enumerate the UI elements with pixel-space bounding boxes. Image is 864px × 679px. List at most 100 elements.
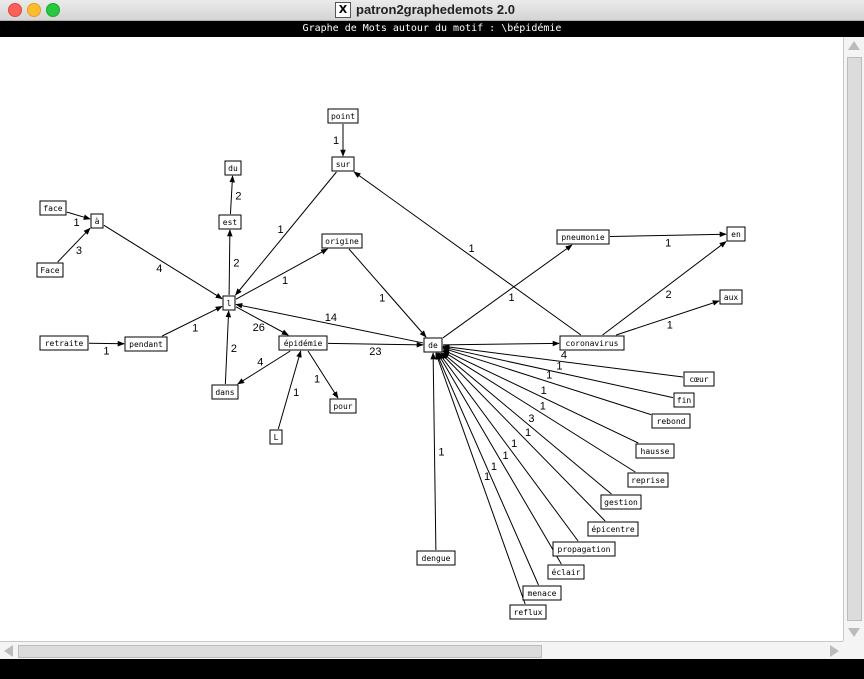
edge-weight-label: 1 (333, 135, 339, 147)
node-reprise[interactable]: reprise (627, 472, 669, 488)
node-box[interactable] (719, 289, 743, 305)
scroll-left-arrow-icon[interactable] (4, 645, 13, 657)
node-du[interactable]: du (224, 160, 242, 176)
node-box[interactable] (726, 226, 746, 242)
close-window-button[interactable] (8, 3, 22, 17)
node-box[interactable] (635, 443, 675, 459)
window-title: patron2graphedemots 2.0 (356, 2, 515, 17)
node-L[interactable]: L (269, 429, 283, 445)
node-box[interactable] (683, 371, 715, 387)
node-label: reflux (514, 608, 543, 617)
node-box[interactable] (222, 295, 236, 311)
edge-face1-a (66, 211, 91, 220)
edge-weight-label: 1 (469, 243, 475, 255)
node-box[interactable] (124, 336, 168, 352)
node-box[interactable] (331, 156, 355, 172)
edge-l-origine (235, 248, 329, 300)
node-epidemie[interactable]: épidémie (278, 335, 328, 351)
scroll-up-arrow-icon[interactable] (848, 41, 860, 50)
node-box[interactable] (600, 494, 642, 510)
node-pendant[interactable]: pendant (124, 336, 168, 352)
minimize-window-button[interactable] (27, 3, 41, 17)
edge-de-l (235, 302, 424, 344)
node-coeur[interactable]: cœur (683, 371, 715, 387)
edge-weight-label: 1 (556, 361, 562, 373)
node-box[interactable] (416, 550, 456, 566)
node-label: dengue (422, 554, 451, 563)
vertical-scrollbar[interactable] (843, 37, 864, 641)
edge-weight-label: 1 (484, 471, 490, 483)
edge-reprise-de (442, 350, 636, 473)
node-label: pneumonie (561, 233, 605, 242)
node-Face[interactable]: Face (36, 262, 64, 278)
node-rebond[interactable]: rebond (651, 413, 691, 429)
node-l[interactable]: l (222, 295, 236, 311)
edge-eclair-de (437, 352, 562, 565)
node-aux[interactable]: aux (719, 289, 743, 305)
node-hausse[interactable]: hausse (635, 443, 675, 459)
node-box[interactable] (587, 521, 639, 537)
node-box[interactable] (39, 200, 67, 216)
horizontal-scrollbar[interactable] (0, 641, 843, 660)
node-box[interactable] (327, 108, 359, 124)
node-coronavirus[interactable]: coronavirus (559, 335, 625, 351)
node-box[interactable] (39, 335, 89, 351)
edge-coronavirus-sur (353, 171, 582, 336)
node-box[interactable] (90, 213, 104, 229)
node-box[interactable] (224, 160, 242, 176)
node-propagation[interactable]: propagation (552, 541, 616, 557)
node-box[interactable] (509, 604, 547, 620)
node-box[interactable] (651, 413, 691, 429)
node-box[interactable] (269, 429, 283, 445)
node-box[interactable] (522, 585, 562, 601)
edge-coeur-de (442, 344, 684, 378)
node-gestion[interactable]: gestion (600, 494, 642, 510)
edge-hausse-de (442, 349, 639, 444)
node-box[interactable] (559, 335, 625, 351)
node-box[interactable] (36, 262, 64, 278)
node-de[interactable]: de (423, 337, 443, 353)
node-origine[interactable]: origine (321, 233, 363, 249)
node-label: du (228, 164, 238, 173)
node-a[interactable]: à (90, 213, 104, 229)
node-box[interactable] (278, 335, 328, 351)
node-menace[interactable]: menace (522, 585, 562, 601)
node-dengue[interactable]: dengue (416, 550, 456, 566)
node-box[interactable] (673, 392, 695, 408)
node-label: menace (528, 589, 557, 598)
edge-weight-label: 14 (325, 312, 337, 324)
node-box[interactable] (329, 398, 357, 414)
node-label: propagation (558, 545, 611, 554)
vertical-scroll-thumb[interactable] (847, 57, 862, 621)
node-box[interactable] (547, 564, 585, 580)
edge-coronavirus-aux (616, 300, 720, 336)
node-label: dans (215, 388, 234, 397)
node-box[interactable] (321, 233, 363, 249)
node-sur[interactable]: sur (331, 156, 355, 172)
node-epicentre[interactable]: épicentre (587, 521, 639, 537)
node-box[interactable] (423, 337, 443, 353)
node-en[interactable]: en (726, 226, 746, 242)
zoom-window-button[interactable] (46, 3, 60, 17)
node-retraite[interactable]: retraite (39, 335, 89, 351)
node-pneumonie[interactable]: pneumonie (556, 229, 610, 245)
scroll-right-arrow-icon[interactable] (830, 645, 839, 657)
node-fin[interactable]: fin (673, 392, 695, 408)
node-eclair[interactable]: éclair (547, 564, 585, 580)
node-box[interactable] (627, 472, 669, 488)
horizontal-scroll-thumb[interactable] (18, 645, 542, 658)
node-box[interactable] (218, 214, 242, 230)
node-reflux[interactable]: reflux (509, 604, 547, 620)
node-pour[interactable]: pour (329, 398, 357, 414)
edge-weight-label: 1 (282, 275, 288, 287)
node-point[interactable]: point (327, 108, 359, 124)
scroll-down-arrow-icon[interactable] (848, 628, 860, 637)
node-box[interactable] (556, 229, 610, 245)
node-dans[interactable]: dans (211, 384, 239, 400)
edge-sur-l (235, 171, 337, 296)
node-box[interactable] (552, 541, 616, 557)
node-box[interactable] (211, 384, 239, 400)
node-face1[interactable]: face (39, 200, 67, 216)
node-est[interactable]: est (218, 214, 242, 230)
